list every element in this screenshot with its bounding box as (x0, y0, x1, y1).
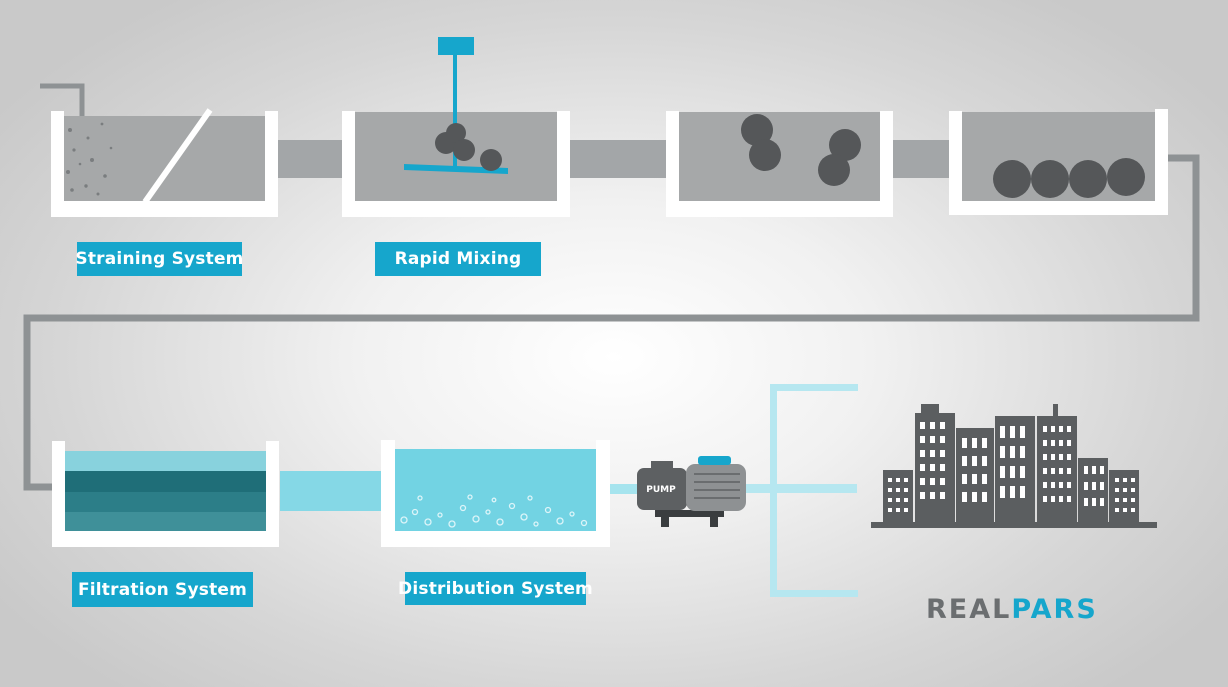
rapid-mixing-tank (342, 37, 570, 217)
floc-particles-coagulation (741, 114, 861, 186)
straining-tank-wall (51, 111, 278, 217)
distribution-tank-wall (381, 440, 610, 547)
sedimentation-tank-wall (949, 109, 1168, 215)
pump-motor (686, 464, 746, 511)
straining-tank (51, 108, 278, 217)
pipe-distribution-to-pump (609, 484, 641, 494)
pump (637, 456, 746, 527)
pipe-coagulation-to-sedimentation (893, 140, 950, 178)
debris-particles (66, 122, 113, 196)
mixer-paddle (404, 164, 508, 174)
floc-particles-mixing (435, 123, 502, 171)
pump-base (655, 510, 724, 517)
coagulation-tank (666, 111, 893, 217)
coagulation-tank-wall (666, 111, 893, 217)
pump-label: PUMP (646, 485, 676, 495)
label-filtration-system: Filtration System (72, 572, 253, 607)
filter-layer-2 (65, 492, 266, 512)
top-pipes (278, 140, 950, 178)
mixer-motor (438, 37, 474, 55)
bubbles (400, 494, 588, 528)
label-rapid-mixing: Rapid Mixing (375, 242, 541, 276)
logo-real: REAL (926, 594, 1012, 625)
distribution-manifold (745, 384, 858, 597)
filter-layer-3 (65, 512, 266, 531)
label-distribution-system: Distribution System (398, 572, 593, 605)
settled-floc (993, 158, 1145, 198)
pipe-filtration-to-distribution (280, 471, 381, 511)
realpars-logo: REALPARS (926, 596, 1098, 623)
filtration-tank (52, 441, 279, 547)
pump-cap (698, 456, 731, 465)
return-pipe (23, 154, 1200, 491)
pump-head (637, 468, 687, 510)
logo-pars: PARS (1011, 594, 1098, 625)
label-straining-system: Straining System (75, 242, 243, 276)
screen-filter (142, 108, 213, 204)
city-skyline-icon (871, 404, 1157, 528)
filtration-tank-wall (52, 441, 279, 547)
filter-layer-1 (65, 471, 266, 492)
pipe-mixing-to-coagulation (569, 140, 666, 178)
mixer-shaft (453, 55, 457, 170)
rapid-mixing-tank-wall (342, 111, 570, 217)
sedimentation-tank (949, 109, 1168, 215)
pipe-straining-to-mixing (278, 140, 342, 178)
distribution-tank (381, 440, 610, 547)
